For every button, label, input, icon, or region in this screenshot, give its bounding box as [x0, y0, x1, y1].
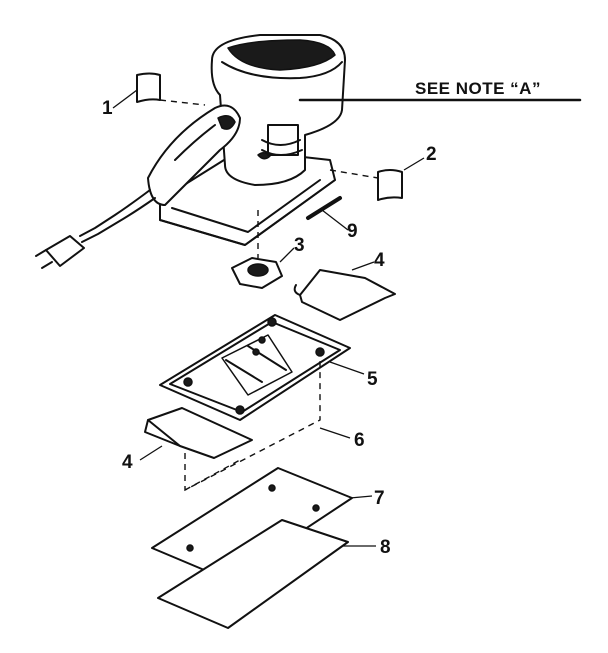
sander-motor-housing [35, 34, 346, 269]
callout-3: 3 [294, 235, 305, 256]
callout-7: 7 [374, 488, 385, 509]
callout-6: 6 [354, 430, 365, 451]
callout-9: 9 [347, 221, 358, 242]
leader-lines [112, 89, 582, 547]
part-9-pin [306, 196, 342, 220]
part-8-backing-sheet [157, 519, 349, 629]
callout-4-lower: 4 [122, 452, 133, 473]
part-5-base-plate [159, 314, 351, 421]
callout-1: 1 [102, 98, 113, 119]
callout-8: 8 [380, 537, 391, 558]
see-note-a-label: SEE NOTE “A” [415, 79, 541, 98]
part-4-lower-clamp [144, 407, 253, 459]
callout-4-upper: 4 [374, 250, 385, 271]
callout-5: 5 [367, 369, 378, 390]
callout-2: 2 [426, 144, 437, 165]
part-4-upper-clamp [293, 269, 396, 321]
part-1-label-plate [136, 72, 206, 106]
part-6-foam-pad [184, 360, 321, 492]
part-2-label-plate [329, 169, 403, 201]
part-3-nut [231, 210, 283, 289]
